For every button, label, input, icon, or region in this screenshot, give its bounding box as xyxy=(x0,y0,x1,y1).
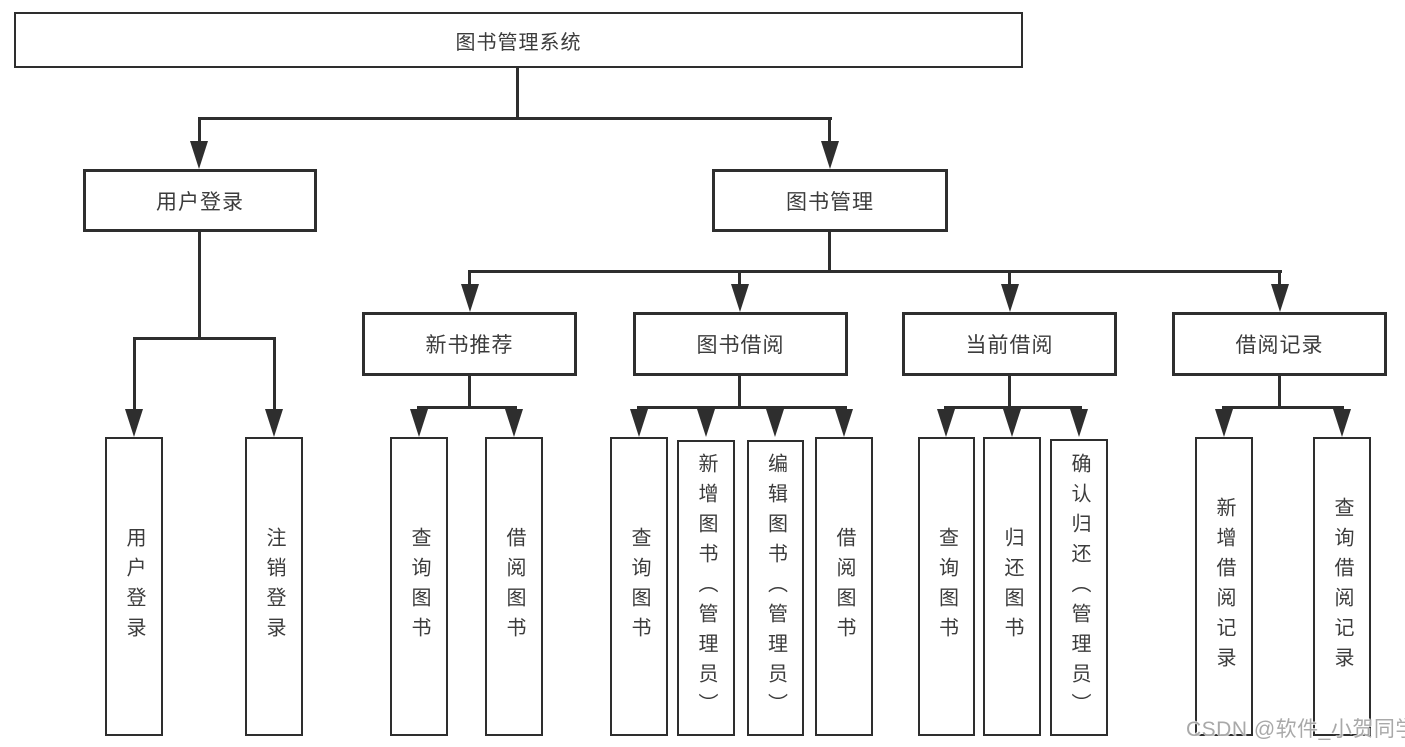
leaf-current-query-books-label: 查询图书 xyxy=(935,526,958,647)
leaf-current-confirm-return: 确认归还（管理员） xyxy=(1050,439,1108,736)
connector-root-drop-left xyxy=(198,117,201,144)
arrowhead-current-confirm xyxy=(1070,409,1088,437)
arrowhead-borrow-edit xyxy=(766,409,784,437)
node-book-management: 图书管理 xyxy=(712,169,948,232)
arrowhead-user-login xyxy=(190,141,208,169)
leaf-user-login: 用户登录 xyxy=(105,437,163,736)
connector-records-bar xyxy=(1222,406,1344,409)
leaf-borrow-borrow-books-label: 借阅图书 xyxy=(833,526,855,647)
leaf-current-return-books: 归还图书 xyxy=(983,437,1041,736)
connector-current-stem xyxy=(1008,375,1011,409)
connector-records-stem xyxy=(1278,375,1281,408)
leaf-borrow-query-books-label: 查询图书 xyxy=(628,526,650,647)
node-book-borrow: 图书借阅 xyxy=(633,312,848,376)
leaf-recommend-borrow-books: 借阅图书 xyxy=(485,437,543,736)
arrowhead-current-return xyxy=(1003,409,1021,437)
connector-current-bar xyxy=(944,406,1082,409)
arrowhead-recommend-borrow xyxy=(505,409,523,437)
watermark: CSDN @软件_小贺同学 xyxy=(1186,718,1405,741)
arrowhead-book-borrow xyxy=(731,284,749,312)
node-user-login: 用户登录 xyxy=(83,169,317,232)
connector-borrow-bar xyxy=(637,406,847,409)
arrowhead-borrow-records xyxy=(1271,284,1289,312)
leaf-recommend-query-books: 查询图书 xyxy=(390,437,448,736)
leaf-borrow-add-books: 新增图书（管理员） xyxy=(677,440,735,736)
connector-mgmt-drop-4 xyxy=(1278,270,1281,287)
leaf-recommend-query-books-label: 查询图书 xyxy=(408,526,430,647)
connector-recommend-bar xyxy=(417,406,517,409)
leaf-records-query-record: 查询借阅记录 xyxy=(1313,437,1371,736)
arrowhead-leaf-logout xyxy=(265,409,283,437)
connector-login-drop-right xyxy=(273,337,276,412)
connector-login-stem xyxy=(198,230,201,338)
arrowhead-new-book-recommend xyxy=(461,284,479,312)
arrowhead-current-borrow xyxy=(1001,284,1019,312)
arrowhead-leaf-user-login xyxy=(125,409,143,437)
connector-mgmt-stem xyxy=(828,231,831,273)
connector-mgmt-drop-1 xyxy=(468,270,471,287)
arrowhead-borrow-borrow xyxy=(835,409,853,437)
arrowhead-recommend-query xyxy=(410,409,428,437)
leaf-current-confirm-return-label: 确认归还（管理员） xyxy=(1068,452,1090,723)
leaf-records-add-record-label: 新增借阅记录 xyxy=(1213,496,1235,677)
connector-recommend-stem xyxy=(468,375,471,409)
arrowhead-book-management xyxy=(821,141,839,169)
leaf-records-add-record: 新增借阅记录 xyxy=(1195,437,1253,736)
connector-login-drop-left xyxy=(133,337,136,412)
leaf-current-return-books-label: 归还图书 xyxy=(1001,526,1023,647)
leaf-current-query-books: 查询图书 xyxy=(918,437,975,736)
node-new-book-recommend: 新书推荐 xyxy=(362,312,577,376)
arrowhead-current-query xyxy=(937,409,955,437)
connector-mgmt-drop-2 xyxy=(738,270,741,287)
connector-root-stem xyxy=(516,67,519,119)
node-borrow-records: 借阅记录 xyxy=(1172,312,1387,376)
leaf-recommend-borrow-books-label: 借阅图书 xyxy=(503,526,525,647)
arrowhead-records-query xyxy=(1333,409,1351,437)
connector-login-bar xyxy=(133,337,276,340)
leaf-borrow-query-books: 查询图书 xyxy=(610,437,668,736)
connector-root-bar xyxy=(198,117,832,120)
leaf-logout-label: 注销登录 xyxy=(263,526,285,647)
leaf-user-login-label: 用户登录 xyxy=(123,526,145,647)
leaf-borrow-borrow-books: 借阅图书 xyxy=(815,437,873,736)
node-root: 图书管理系统 xyxy=(14,12,1023,68)
connector-mgmt-bar xyxy=(468,270,1282,273)
leaf-borrow-add-books-label: 新增图书（管理员） xyxy=(695,453,717,723)
arrowhead-borrow-query xyxy=(630,409,648,437)
arrowhead-records-add xyxy=(1215,409,1233,437)
arrowhead-borrow-add xyxy=(697,409,715,437)
connector-mgmt-drop-3 xyxy=(1008,270,1011,287)
leaf-logout: 注销登录 xyxy=(245,437,303,736)
node-current-borrow: 当前借阅 xyxy=(902,312,1117,376)
leaf-borrow-edit-books-label: 编辑图书（管理员） xyxy=(764,453,787,723)
connector-borrow-stem xyxy=(738,375,741,409)
leaf-records-query-record-label: 查询借阅记录 xyxy=(1331,496,1353,677)
leaf-borrow-edit-books: 编辑图书（管理员） xyxy=(747,440,804,736)
connector-root-drop-right xyxy=(828,117,831,144)
